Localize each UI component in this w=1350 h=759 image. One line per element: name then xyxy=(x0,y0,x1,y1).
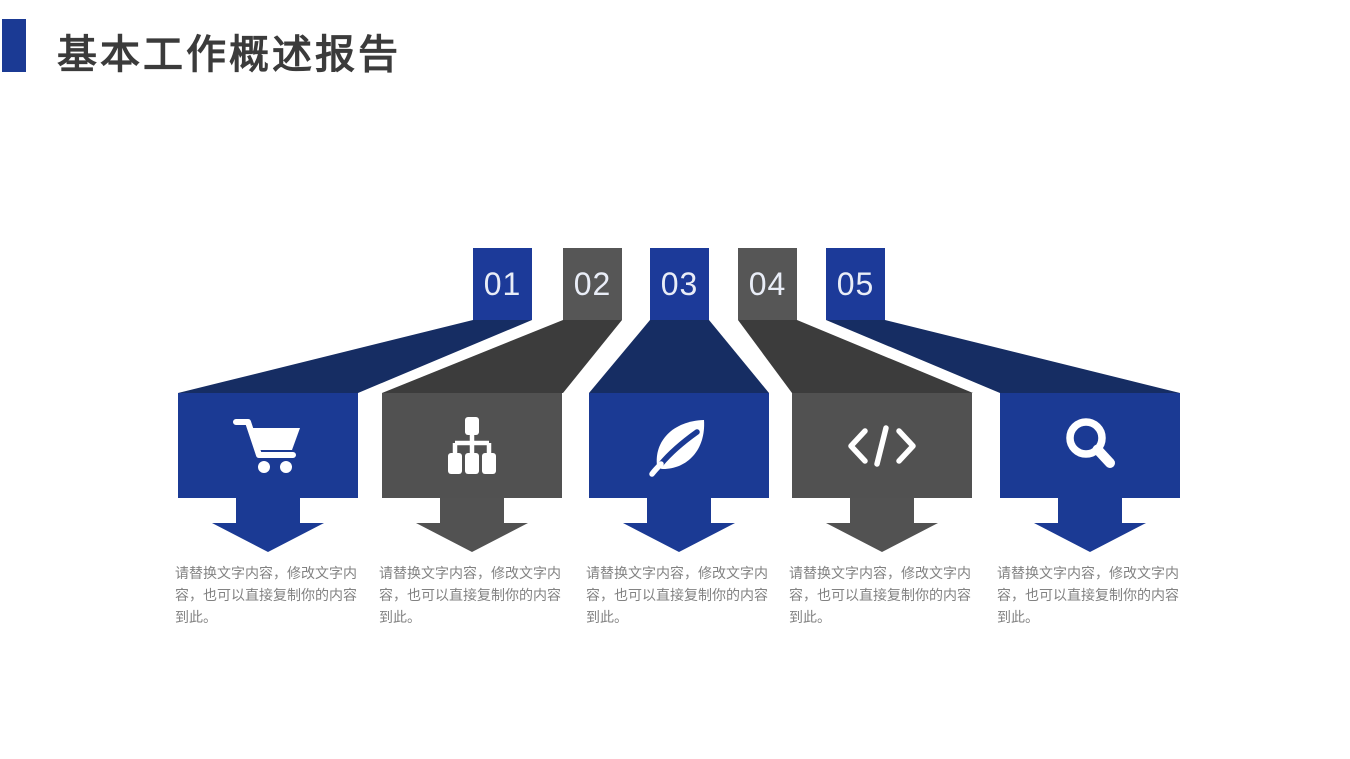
shopping-cart-icon xyxy=(233,418,300,473)
sitemap-icon xyxy=(448,416,496,474)
step-description-5: 请替换文字内容，修改文字内容，也可以直接复制你的内容到此。 xyxy=(997,565,1179,625)
step-number: 04 xyxy=(748,265,787,302)
step-number: 05 xyxy=(836,265,875,302)
page-title: 基本工作概述报告 xyxy=(57,33,401,77)
funnel-shape-1 xyxy=(178,320,532,393)
down-arrow-1 xyxy=(212,497,324,552)
step-tab-4: 04 xyxy=(738,248,797,320)
step-number: 02 xyxy=(573,265,612,302)
code-icon xyxy=(848,424,916,467)
step-box-5 xyxy=(1000,393,1180,498)
search-icon xyxy=(1066,417,1115,468)
step-box-1 xyxy=(178,393,358,498)
step-tab-5: 05 xyxy=(826,248,885,320)
step-description-2: 请替换文字内容，修改文字内容，也可以直接复制你的内容到此。 xyxy=(379,565,561,625)
step-number: 01 xyxy=(483,265,522,302)
step-description-1: 请替换文字内容，修改文字内容，也可以直接复制你的内容到此。 xyxy=(175,565,357,625)
step-tab-2: 02 xyxy=(563,248,622,320)
step-description-4: 请替换文字内容，修改文字内容，也可以直接复制你的内容到此。 xyxy=(789,565,971,625)
step-description-3: 请替换文字内容，修改文字内容，也可以直接复制你的内容到此。 xyxy=(586,565,768,625)
step-box-4 xyxy=(792,393,972,498)
down-arrow-4 xyxy=(826,497,938,552)
down-arrow-5 xyxy=(1034,497,1146,552)
step-box-3 xyxy=(589,393,769,498)
step-box-2 xyxy=(382,393,562,498)
leaf-icon xyxy=(649,419,705,477)
step-tab-1: 01 xyxy=(473,248,532,320)
step-tab-3: 03 xyxy=(650,248,709,320)
title-accent-square xyxy=(2,19,26,72)
funnel-shape-5 xyxy=(826,320,1180,393)
down-arrow-2 xyxy=(416,497,528,552)
down-arrow-3 xyxy=(623,497,735,552)
funnel-shape-4 xyxy=(738,320,973,393)
funnel-shape-2 xyxy=(382,320,622,393)
step-number: 03 xyxy=(660,265,699,302)
funnel-shape-3 xyxy=(589,320,769,393)
